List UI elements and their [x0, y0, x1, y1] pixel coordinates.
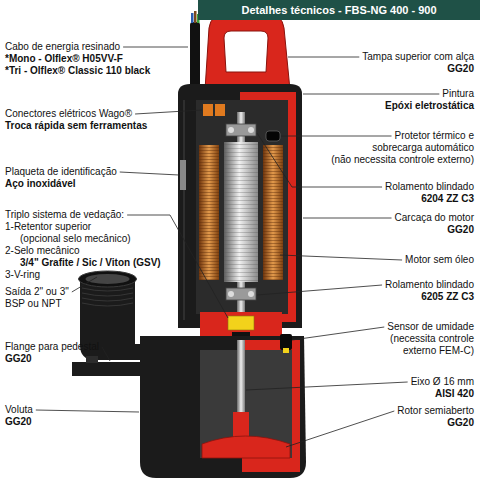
nameplate [180, 160, 186, 190]
thread-line [82, 293, 133, 296]
callout-label: Troca rápida sem ferramentas [5, 120, 147, 132]
callout-label: GG20 [447, 417, 474, 429]
cable-wire [194, 11, 197, 23]
callout-label: AISI 420 [435, 388, 474, 400]
pipe-threads [82, 288, 133, 306]
leader-line [292, 327, 384, 340]
bearing-ball [228, 127, 234, 133]
callout-label: 6205 ZZ C3 [421, 291, 474, 303]
callout-label: (não necessita controle externo) [331, 154, 474, 166]
callout-label: Epóxi eletrostática [385, 100, 474, 112]
leader-line [135, 110, 202, 114]
callout-label: Rolamento blindado [385, 279, 474, 291]
leader-line [72, 277, 97, 292]
callout-label: Triplo sistema de vedação: [5, 209, 124, 221]
leader-line [286, 411, 394, 447]
callout-label: Cabo de energia resinado [5, 41, 120, 53]
thread-line [82, 303, 133, 306]
pedestal-flange [72, 362, 152, 376]
humidity-sensor [283, 348, 289, 353]
bearing-ball [228, 291, 234, 297]
callout-label: sobrecarga automático [372, 142, 474, 154]
callout-label: GG20 [5, 353, 32, 365]
v-ring [232, 332, 250, 336]
leader-line [303, 218, 392, 219]
title-band: Detalhes técnicos - FBS-NG 400 - 900 [198, 0, 480, 20]
upper-bearing [226, 124, 256, 136]
callout-label: *Tri - Olflex® Classic 110 black [5, 65, 150, 77]
stator-winding [199, 145, 219, 280]
bearing-ball [248, 291, 254, 297]
callout-label: Voluta [5, 404, 33, 416]
callout-label: GG20 [5, 416, 32, 428]
stator-winding [199, 145, 219, 280]
volute-cavity [200, 350, 292, 458]
power-cable [190, 22, 200, 94]
stator-winding [263, 145, 283, 280]
cable-wire [191, 13, 194, 23]
callout-label: Protetor térmico e [395, 130, 474, 142]
callout-label: 3/4" Grafite / Sic / Viton (GSV) [20, 257, 161, 269]
seal-chamber [200, 312, 282, 338]
leader-line [246, 382, 408, 390]
rotor-lamination [224, 142, 258, 282]
housing-edge [184, 100, 185, 320]
leader-line [280, 255, 402, 260]
top-handle [205, 14, 290, 90]
flange-bolt [86, 356, 98, 363]
lower-bearing [226, 288, 256, 300]
thread-line [82, 298, 133, 301]
callout-label: Carcaça do motor [395, 212, 474, 224]
callout-label: Rotor semiaberto [397, 405, 474, 417]
callout-label: BSP ou NPT [5, 298, 62, 310]
callout-label: Plaqueta de identificação [5, 166, 117, 178]
humidity-sensor [280, 334, 292, 350]
outlet-mouth [79, 271, 137, 287]
leader-line [36, 410, 139, 412]
callout-label: 1-Retentor superior [5, 221, 91, 233]
wago-connector [203, 104, 213, 116]
callout-label: 6204 ZZ C3 [421, 193, 474, 205]
outlet-thread [86, 274, 130, 284]
callout-label: GG20 [447, 63, 474, 75]
leader-line [123, 47, 188, 48]
callout-label: *Mono - Olflex® H05VV-F [5, 53, 123, 65]
mechanical-seal [228, 316, 254, 330]
leader-line [288, 57, 359, 58]
motor-cavity [196, 100, 288, 314]
callout-label: Motor sem óleo [405, 254, 474, 266]
leader-line [281, 136, 392, 137]
volute [140, 336, 306, 478]
callout-label: (necessita controle [390, 333, 474, 345]
wago-connector [215, 104, 225, 116]
callout-label: Eixo Ø 16 mm [411, 376, 474, 388]
callout-label: Aço inoxidável [5, 178, 76, 190]
callout-label: Sensor de umidade [387, 321, 474, 333]
leader-line [120, 172, 179, 175]
leader-line [257, 285, 382, 295]
semi-open-impeller [202, 436, 290, 458]
callout-label: Saída 2" ou 3" [5, 286, 69, 298]
callout-label: Tampa superior com alça [362, 51, 474, 63]
callout-label: externo FEM-C) [403, 345, 474, 357]
callout-label: 3-V-ring [5, 269, 40, 281]
callout-label: Pintura [442, 88, 474, 100]
callout-label: (opcional selo mecânico) [20, 233, 131, 245]
stator-winding [263, 145, 283, 280]
thermal-protector [266, 131, 280, 141]
callout-label: Conectores elétricos Wago® [5, 108, 132, 120]
callout-label: Rolamento blindado [385, 181, 474, 193]
bearing-ball [248, 127, 254, 133]
callout-label: GG20 [447, 224, 474, 236]
leader-line [102, 347, 110, 361]
leader-line [303, 94, 439, 95]
callout-label: Flange para pedestal [5, 341, 99, 353]
callout-label: 2-Selo mecânico [5, 245, 79, 257]
thread-line [82, 288, 133, 291]
rotor [224, 142, 258, 282]
